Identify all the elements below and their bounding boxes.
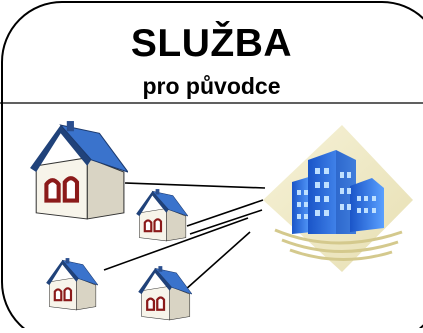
card-subtitle: pro původce	[142, 73, 281, 99]
connection-line	[186, 199, 264, 227]
connection-line	[189, 209, 263, 235]
connection-lines	[103, 182, 266, 291]
card-title: SLUŽBA	[130, 22, 293, 65]
connection-line	[124, 182, 266, 189]
connection-line	[103, 217, 249, 271]
office-building-icon	[263, 125, 413, 272]
building-swoosh	[274, 228, 403, 262]
connection-line	[184, 231, 251, 291]
